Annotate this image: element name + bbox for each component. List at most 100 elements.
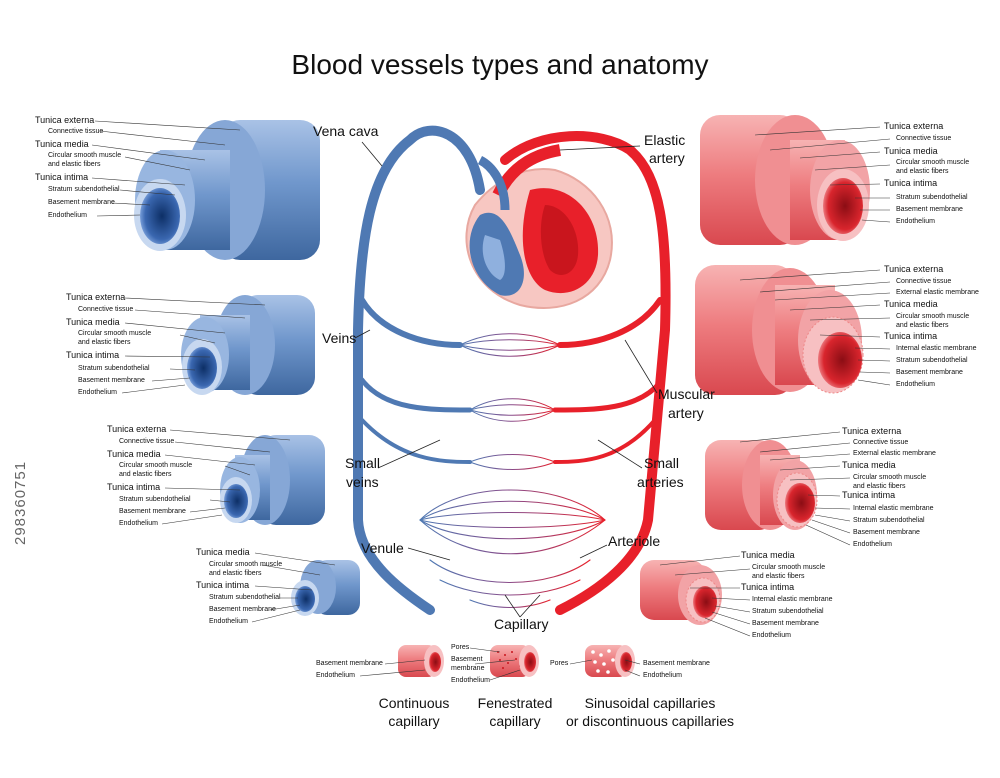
continuous-caption-2: capillary	[388, 713, 440, 729]
artery4-layer-3: Tunica intima	[741, 582, 795, 592]
continuous-basement-membrane-label: Basement membrane	[316, 660, 383, 667]
artery2-layer-1: Connective tissue	[896, 278, 952, 285]
stock-watermark-id: 298360751	[12, 460, 29, 545]
vein1-layer-1: Connective tissue	[48, 128, 104, 135]
small-vein-branch	[359, 377, 473, 413]
artery-section-4	[640, 560, 722, 625]
artery3-layer-0: Tunica externa	[842, 426, 902, 436]
small-vein-branch-2	[360, 418, 472, 464]
capillary-bed-3	[469, 454, 556, 470]
capillary-leaders	[359, 647, 641, 681]
vein1-layer-7: Basement membrane	[48, 199, 115, 206]
elastic-artery-label-2: artery	[649, 150, 685, 166]
artery3-layer-3: Tunica media	[842, 460, 896, 470]
artery-4-leaders	[659, 555, 751, 637]
artery3-layer-5: and elastic fibers	[853, 483, 906, 490]
vein-branch	[359, 297, 463, 348]
artery4-layer-4: Internal elastic membrane	[752, 596, 833, 603]
artery4-layer-2: and elastic fibers	[752, 573, 805, 580]
vein3-layer-8: Endothelium	[119, 520, 158, 527]
vein4-layer-4: Stratum subendothelial	[209, 594, 281, 601]
vein2-layer-5: Tunica intima	[66, 350, 120, 360]
capillary-bed-2	[469, 398, 556, 422]
artery2-layer-10: Endothelium	[896, 381, 935, 388]
continuous-caption-1: Continuous	[378, 695, 450, 711]
vein3-layer-4: and elastic fibers	[119, 471, 172, 478]
vein-4-leaders	[251, 552, 336, 623]
vein1-layer-2: Tunica media	[35, 139, 89, 149]
artery1-layer-1: Connective tissue	[896, 135, 952, 142]
fenestrated-basement-label: Basement	[451, 656, 483, 663]
artery3-layer-10: Endothelium	[853, 541, 892, 548]
vein3-layer-3: Circular smooth muscle	[119, 462, 193, 469]
vein2-layer-7: Basement membrane	[78, 377, 145, 384]
vein4-layer-6: Endothelium	[209, 618, 248, 625]
arteriole-label: Arteriole	[608, 533, 661, 549]
artery3-layer-1: Connective tissue	[853, 439, 909, 446]
artery1-layer-4: and elastic fibers	[896, 168, 949, 175]
vena-cava-label: Vena cava	[313, 123, 379, 139]
vein-section-4	[291, 560, 360, 616]
artery4-layer-1: Circular smooth muscle	[752, 564, 826, 571]
circulation-leader-lines	[354, 141, 658, 618]
vein2-layer-3: Circular smooth muscle	[78, 330, 152, 337]
artery1-layer-6: Stratum subendothelial	[896, 194, 968, 201]
vena-cava-vessel	[353, 125, 485, 615]
artery-section-1	[700, 115, 870, 245]
vein1-layer-6: Stratum subendothelial	[48, 186, 120, 193]
artery2-layer-6: Tunica intima	[884, 331, 938, 341]
vein-1-leaders	[91, 120, 241, 217]
muscular-artery-label-1: Muscular	[658, 386, 715, 402]
veins-label: Veins	[322, 330, 357, 346]
artery-2-leaders	[739, 269, 891, 386]
vein-section-2	[181, 295, 315, 395]
artery3-layer-8: Stratum subendothelial	[853, 517, 925, 524]
small-artery-branch-2	[553, 418, 657, 464]
artery-1-leaders	[754, 126, 891, 223]
aorta-vessel	[500, 131, 671, 615]
sinusoidal-caption-1: Sinusoidal capillaries	[584, 695, 716, 711]
vein1-layer-0: Tunica externa	[35, 115, 95, 125]
artery2-layer-2: External elastic membrane	[896, 289, 979, 296]
capillary-label: Capillary	[494, 616, 549, 632]
fenestrated-pores-label: Pores	[451, 644, 470, 651]
small-veins-label-2: veins	[346, 474, 379, 490]
vein2-layer-0: Tunica externa	[66, 292, 126, 302]
vein2-layer-4: and elastic fibers	[78, 339, 131, 346]
vein3-layer-5: Tunica intima	[107, 482, 161, 492]
sinusoidal-endothelium-label: Endothelium	[643, 672, 682, 679]
artery4-layer-7: Endothelium	[752, 632, 791, 639]
vein1-layer-4: and elastic fibers	[48, 161, 101, 168]
vein3-layer-0: Tunica externa	[107, 424, 167, 434]
vein2-layer-1: Connective tissue	[78, 306, 134, 313]
artery1-layer-2: Tunica media	[884, 146, 938, 156]
artery1-layer-0: Tunica externa	[884, 121, 944, 131]
fenestrated-caption-2: capillary	[489, 713, 541, 729]
vein3-layer-2: Tunica media	[107, 449, 161, 459]
vein1-layer-3: Circular smooth muscle	[48, 152, 122, 159]
muscular-artery-branch	[557, 297, 663, 348]
small-arteries-label-1: Small	[644, 455, 680, 471]
muscular-artery-label-2: artery	[668, 405, 704, 421]
artery1-layer-3: Circular smooth muscle	[896, 159, 970, 166]
small-artery-branch	[552, 377, 665, 413]
artery1-layer-7: Basement membrane	[896, 206, 963, 213]
fenestrated-endothelium-label: Endothelium	[451, 677, 490, 684]
vein2-layer-8: Endothelium	[78, 389, 117, 396]
continuous-capillary-illustration	[398, 645, 444, 677]
sinusoidal-capillary-illustration	[585, 645, 635, 677]
circulation-network	[353, 125, 671, 615]
elastic-artery-label-1: Elastic	[644, 132, 686, 148]
vein4-layer-0: Tunica media	[196, 547, 250, 557]
vein4-layer-1: Circular smooth muscle	[209, 561, 283, 568]
artery3-layer-2: External elastic membrane	[853, 450, 936, 457]
artery3-layer-7: Internal elastic membrane	[853, 505, 934, 512]
small-veins-label-1: Small	[345, 455, 381, 471]
vein-3-leaders	[161, 429, 291, 525]
artery2-layer-7: Internal elastic membrane	[896, 345, 977, 352]
sinusoidal-caption-2: or discontinuous capillaries	[565, 713, 735, 729]
fenestrated-membrane-label: membrane	[451, 665, 485, 672]
artery-3-leaders	[739, 431, 851, 546]
artery1-layer-8: Endothelium	[896, 218, 935, 225]
